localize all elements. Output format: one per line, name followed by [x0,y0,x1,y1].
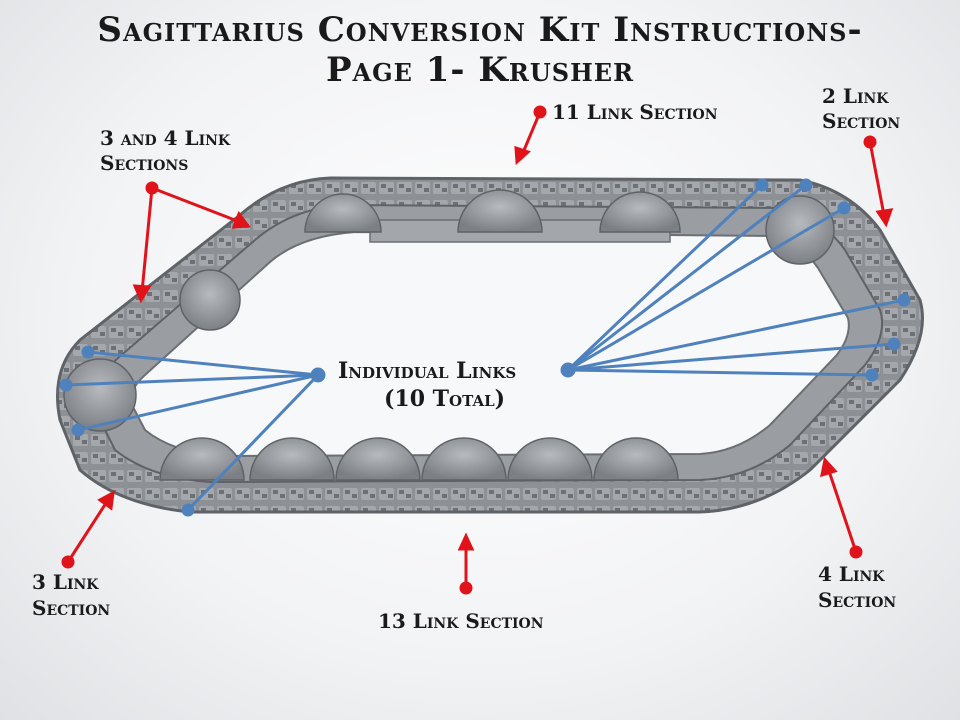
callout-3-4-link-sections-line-2: Sections [100,151,189,175]
callout-4-link-section-line-1: 4 Link [818,562,885,586]
callout-individual-links-line-2: (10 Total) [384,386,506,412]
callout-3-link-section-line-1: 3 Link [32,570,99,594]
callout-3-4-link-sections-line-1: 3 and 4 Link [100,126,231,150]
page-title-line-1: Sagittarius Conversion Kit Instructions- [97,10,863,50]
individual-link-leaders [59,178,911,517]
callout-11-link-section: 11 Link Section [552,100,718,124]
callout-3-link-section-line-2: Section [32,596,111,620]
callout-4-link-section-line-2: Section [818,588,897,612]
callout-13-link-section: 13 Link Section [378,609,544,633]
road-wheels [63,189,835,481]
page-title-line-2: Page 1- Krusher [325,50,635,90]
callout-2-link-section-line-2: Section [822,109,901,133]
callout-2-link-section-line-1: 2 Link [822,84,889,108]
red-arrow-icon [61,105,894,595]
callout-individual-links-line-1: Individual Links [338,358,517,384]
